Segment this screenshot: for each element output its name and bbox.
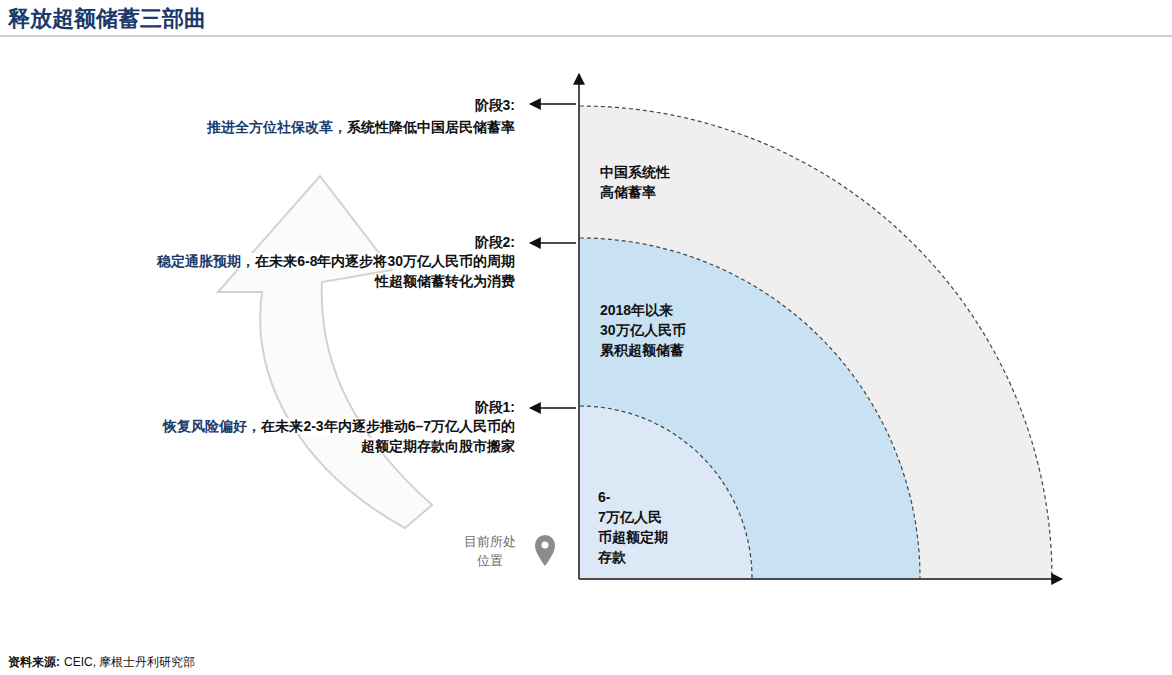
band-outline [580, 406, 752, 578]
stage-description: 稳定通胀预期，在未来6-8年内逐步将30万亿人民币的周期性超额储蓄转化为消费 [155, 251, 515, 291]
position-note: 目前所处 位置 [464, 534, 516, 568]
stage-description: 恢复风险偏好，在未来2-3年内逐步推动6–7万亿人民币的超额定期存款向股市搬家 [155, 416, 515, 456]
savings-band: 2018年以来 30万亿人民币 累积超额储蓄 6-7万亿人民 币超额定期 存款 [580, 238, 920, 578]
band-label: 中国系统性 高储蓄率 [600, 162, 670, 202]
stage-description: 推进全方位社保改革，系统性降低中国居民储蓄率 [115, 117, 515, 137]
stage-description: 恢复风险偏好， [163, 418, 261, 434]
stage-description: 稳定通胀预期， [157, 253, 255, 269]
band-outline [580, 106, 1052, 578]
stage-description: 系统性降低中国居民储蓄率 [347, 119, 515, 135]
band-fill [580, 238, 920, 578]
stage-heading: 阶段2: [115, 232, 515, 252]
stage-description: 推进全方位社保改革， [207, 119, 347, 135]
stage-pointer [530, 242, 576, 244]
y-axis [578, 74, 580, 579]
savings-band: 中国系统性 高储蓄率 2018年以来 30万亿人民币 累积超额储蓄 6-7万亿人民 … [580, 106, 1052, 578]
band-outline [580, 238, 920, 578]
title-rule [0, 36, 1172, 37]
location-pin-dot [542, 542, 549, 549]
stage-pointer [530, 103, 576, 105]
band-label: 6-7万亿人民 币超额定期 存款 [598, 487, 668, 567]
stage-heading: 阶段3: [475, 97, 515, 113]
stage-heading: 阶段2: [475, 234, 515, 250]
band-fill [580, 106, 1052, 578]
progress-arrow [218, 176, 432, 528]
position-note: 目前所处 位置 [455, 532, 525, 570]
stage-heading: 阶段1: [115, 397, 515, 417]
stage-heading: 阶段3: [115, 95, 515, 115]
note-wrap: 目前所处 位置 [464, 532, 516, 570]
band-fill [580, 406, 752, 578]
source-note: 资料来源: [8, 655, 60, 669]
x-axis [579, 578, 1062, 580]
savings-band: 6-7万亿人民 币超额定期 存款 [580, 406, 752, 578]
stage-pointer [530, 407, 576, 409]
band-label: 2018年以来 30万亿人民币 累积超额储蓄 [600, 300, 686, 360]
stage-heading: 阶段1: [475, 399, 515, 415]
stage-description: 在未来2-3年内逐步推动6–7万亿人民币的超额定期存款向股市搬家 [261, 418, 515, 454]
source-note: 资料来源: CEIC, 摩根士丹利研究部 [8, 653, 408, 671]
location-pin [535, 535, 555, 566]
stage-description: 在未来6-8年内逐步将30万亿人民币的周期性超额储蓄转化为消费 [255, 253, 515, 289]
page-title: 释放超额储蓄三部曲 [8, 4, 206, 34]
source-note: CEIC, 摩根士丹利研究部 [64, 655, 195, 669]
